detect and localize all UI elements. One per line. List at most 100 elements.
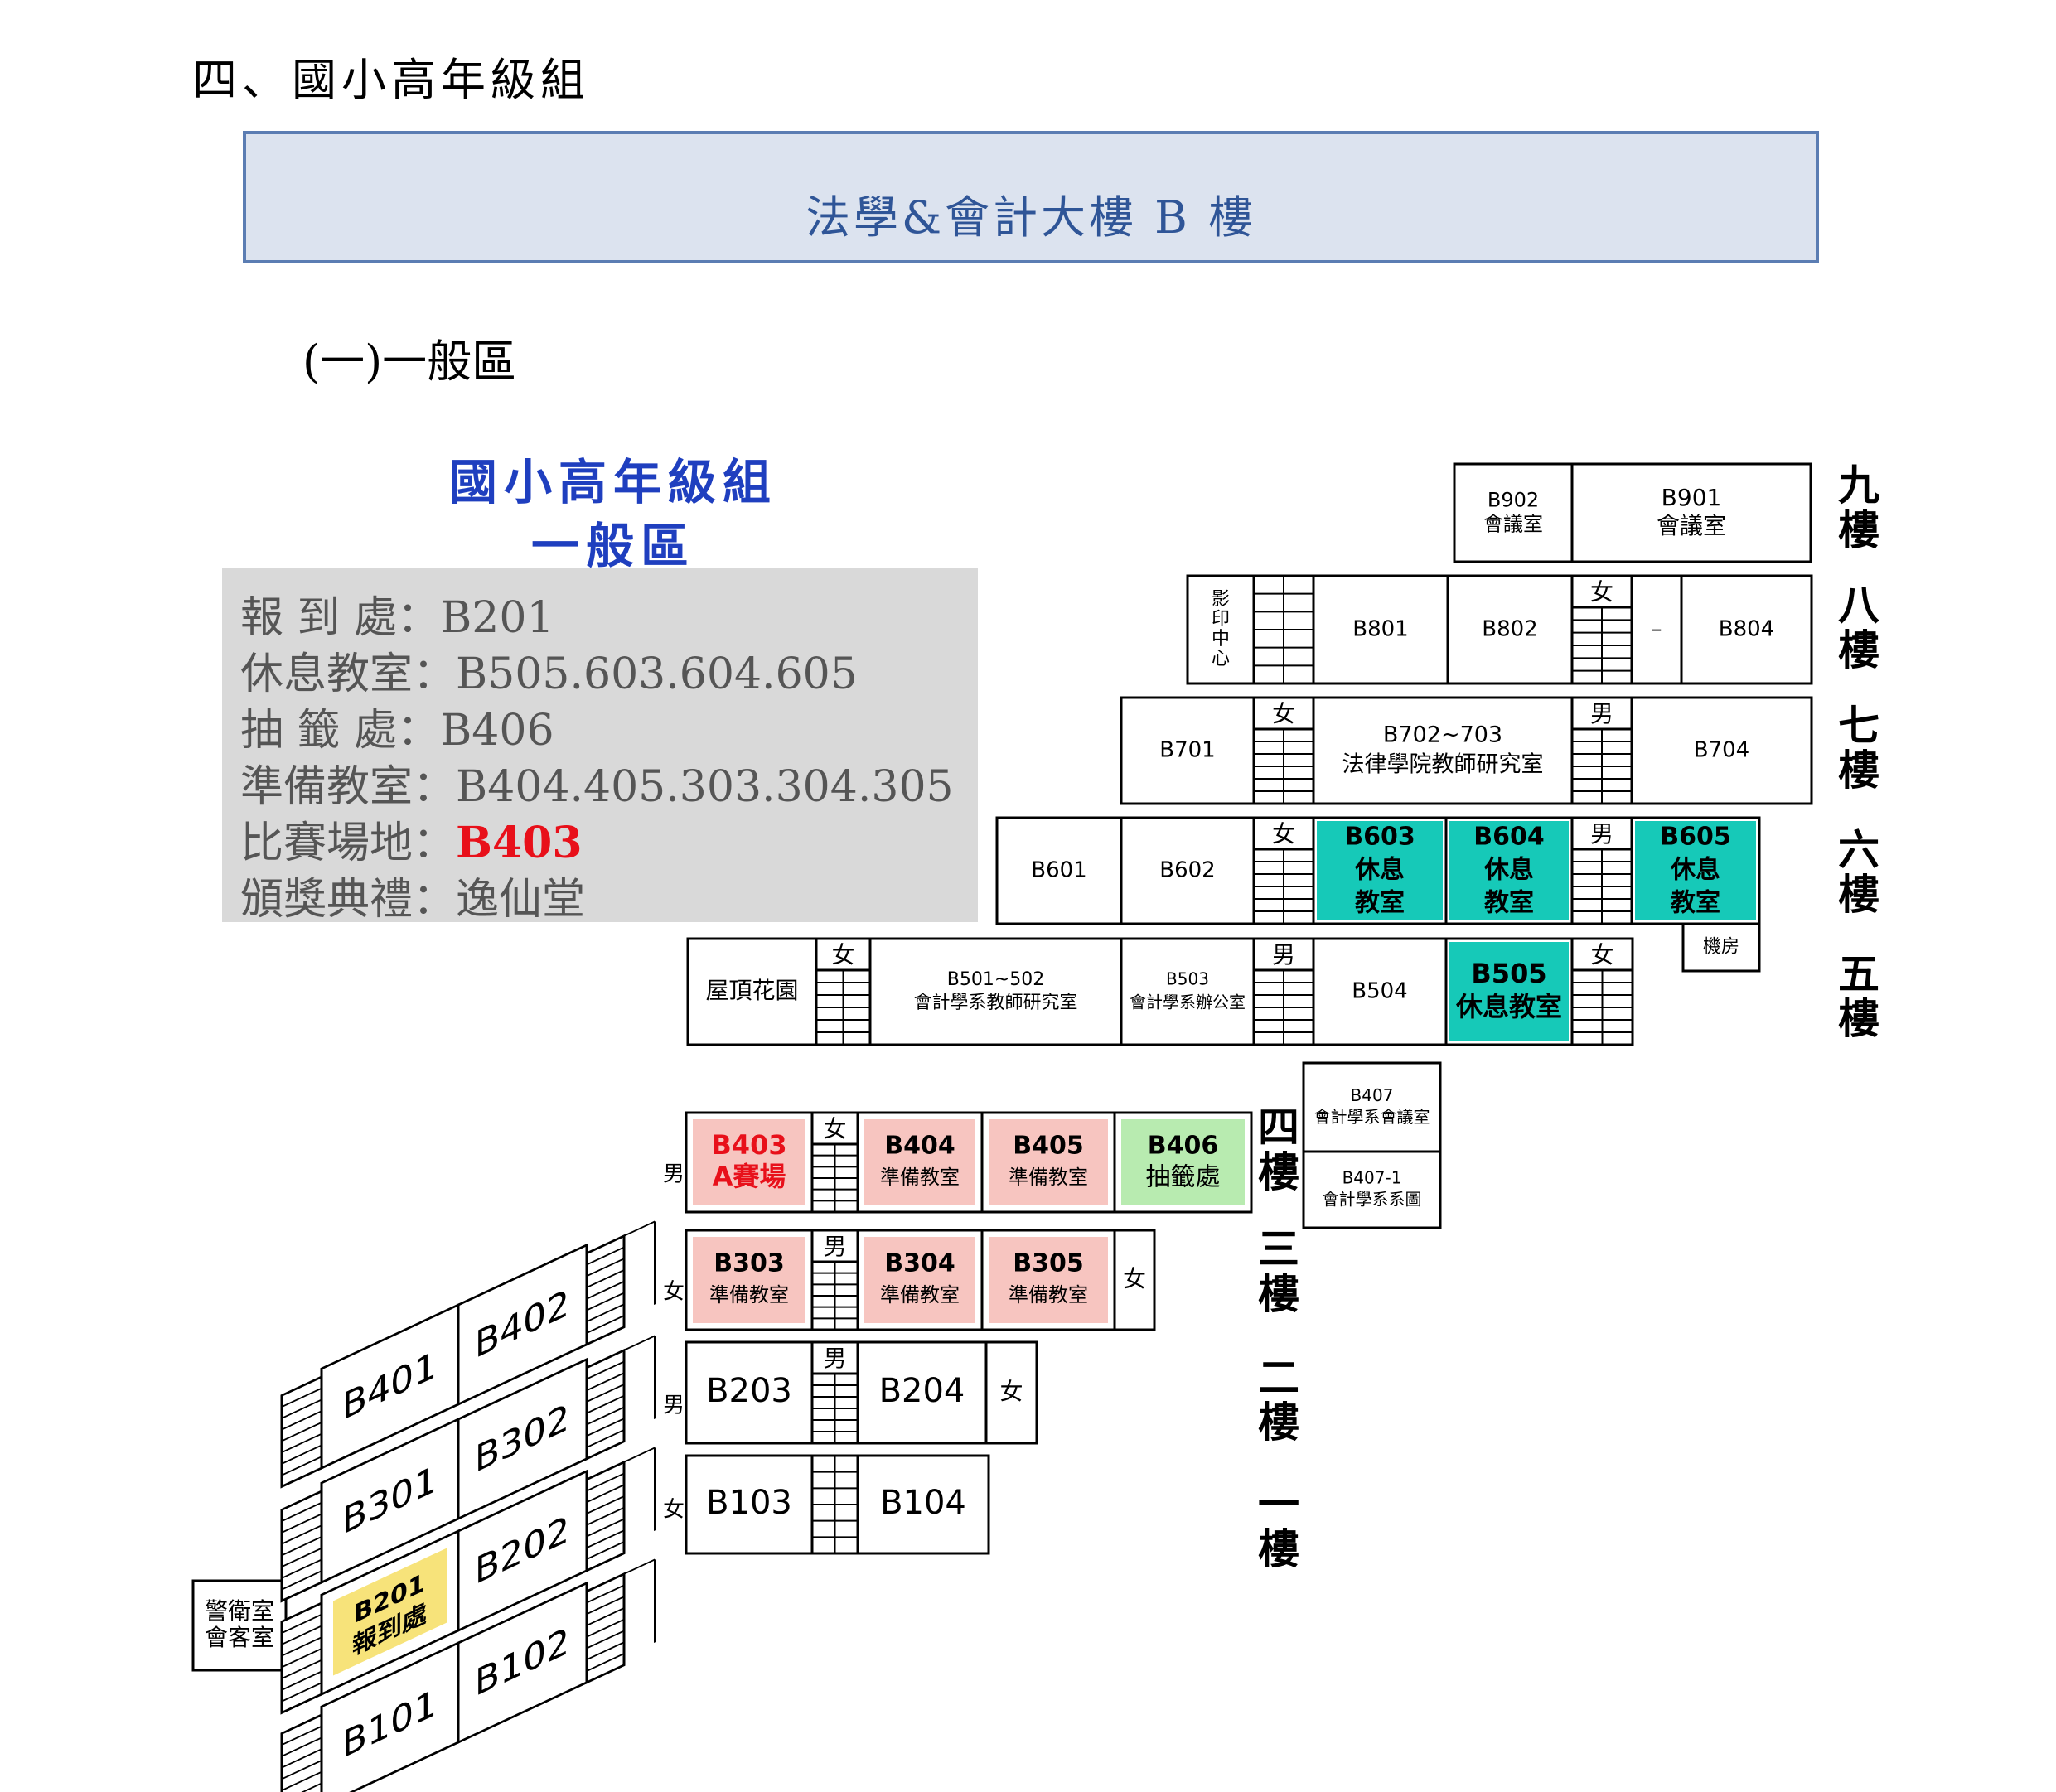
map-title-line1: 國小高年級組 (448, 454, 777, 510)
room-B203-label: B203 (706, 1372, 792, 1410)
wing-stair-right-3-step5 (587, 1406, 624, 1426)
room-B801-label: B801 (1352, 617, 1408, 642)
wing-link-top-1 (624, 1558, 655, 1575)
room-print-center-line3: 心 (1212, 649, 1230, 669)
room-B405-fill (989, 1119, 1108, 1205)
wc-3-female-side: 女 (663, 1280, 685, 1305)
wing-stair-right-2-step4 (587, 1506, 624, 1526)
floor-label-1: 一樓 (1258, 1480, 1299, 1573)
room-guard-line0: 警衛室 (205, 1597, 274, 1625)
room-B503-line1: 會計學系辦公室 (1130, 993, 1246, 1012)
room-B403-fill (693, 1119, 805, 1205)
room-B702-703-box (1312, 696, 1574, 805)
room-B303-line1: 準備教室 (709, 1283, 789, 1307)
room-B403-line0: B403 (711, 1129, 786, 1161)
room-B604-line0: B604 (1473, 823, 1545, 852)
floor-label-9: 九樓 (1838, 461, 1879, 554)
wc-2-female-box (984, 1340, 1038, 1445)
floor-label-3: 三樓 (1258, 1225, 1299, 1318)
wing-stair-right-3-step6 (587, 1418, 624, 1437)
wing-stair-left-3-step3 (282, 1524, 322, 1545)
wing-stair-right-4-step4 (587, 1280, 624, 1300)
room-B601-box (995, 816, 1123, 925)
floor-label-8: 八樓 (1838, 582, 1880, 674)
room-machine-box (1681, 922, 1761, 973)
wing-stair-left-4-step6 (282, 1444, 322, 1465)
stair-5-female-wc-label: 女 (831, 941, 854, 968)
building-banner: 法學&會計大樓 B 樓 (243, 131, 1819, 263)
room-B501-502-line1: 會計學系教師研究室 (913, 993, 1077, 1013)
wc-3-female-box (1113, 1229, 1156, 1331)
wing-stair-right-1-step5 (587, 1630, 624, 1650)
stair-2-male-wc-label: 男 (823, 1345, 846, 1372)
room-B505-line0: B505 (1471, 958, 1546, 989)
info-box: 報 到 處：B201 休息教室：B505.603.604.605 抽 籤 處：B… (222, 568, 978, 925)
room-B603-line1: 休息 (1354, 856, 1405, 885)
room-B407-1-line0: B407-1 (1342, 1168, 1402, 1188)
wing-stair-left-1-step1 (282, 1725, 322, 1746)
wing-stair-left-3-step1 (282, 1501, 322, 1523)
room-B103-box (685, 1454, 814, 1555)
room-B702-703-line0: B702~703 (1383, 722, 1502, 748)
wing-stair-left-2-step6 (282, 1670, 322, 1691)
wing-stair-right-1-step6 (587, 1641, 624, 1661)
room-B404-fill (864, 1119, 975, 1205)
wc-4-male: 男 (663, 1162, 685, 1187)
wing-stair-left-2-step1 (282, 1613, 322, 1635)
stair-5-male-wc-label: 男 (1272, 941, 1295, 968)
wing-stair-left-2-step5 (282, 1659, 322, 1680)
wing-stair-left-1-step4 (282, 1760, 322, 1780)
room-B407-1-box (1302, 1150, 1442, 1229)
room-B505-fill (1449, 942, 1569, 1041)
room-B604-fill (1449, 821, 1569, 920)
room-B501-502-line0: B501~502 (947, 969, 1045, 990)
wing-stair-left-4-step7 (282, 1456, 322, 1476)
stair-7-female-wc-label: 女 (1272, 700, 1295, 727)
room-B603-fill (1317, 821, 1443, 920)
wing-stair-right-3-step3 (587, 1384, 624, 1403)
wing-stair-left-3-step4 (282, 1536, 322, 1557)
room-B304-line0: B304 (884, 1249, 955, 1278)
info-row-venue: 比賽場地：B403 (240, 818, 583, 868)
wing-stair-left-1-step5 (282, 1770, 322, 1792)
room-B802-label: B802 (1482, 617, 1537, 642)
stair-4-female-wc-label: 女 (823, 1115, 846, 1142)
room-machine-label: 機房 (1703, 937, 1739, 958)
wing-stair-right-2-step5 (587, 1518, 624, 1538)
wing-stair-left-2-step7 (282, 1682, 322, 1703)
room-B304-fill (864, 1237, 975, 1323)
room-B404-line1: 準備教室 (880, 1166, 960, 1189)
room-B304-line1: 準備教室 (880, 1283, 960, 1307)
room-guard-box (191, 1579, 288, 1672)
wing-stair-left-1-step2 (282, 1736, 322, 1757)
wing-stair-right-3-step4 (587, 1394, 624, 1414)
wing-stair-left-2-step2 (282, 1625, 322, 1645)
room-B901-box (1570, 462, 1812, 563)
wc-2-female-label: 女 (999, 1378, 1023, 1405)
room-B406-fill (1121, 1119, 1245, 1205)
room-B103-label: B103 (706, 1484, 792, 1522)
room-B303-fill (693, 1237, 805, 1323)
info-row-prep: 準備教室：B404.405.303.304.305 (240, 762, 954, 812)
room-B604-line1: 休息 (1483, 856, 1534, 885)
wing-stair-left-4-step3 (282, 1410, 322, 1431)
room-B605-line2: 教室 (1671, 889, 1720, 918)
room-B305-line0: B305 (1013, 1249, 1084, 1278)
room-B603-line0: B603 (1344, 823, 1415, 852)
wing-stair-right-2-step2 (587, 1484, 624, 1504)
room-print-center-line2: 中 (1212, 629, 1230, 650)
room-B602-box (1120, 816, 1255, 925)
wing-stair-left-3-step6 (282, 1558, 322, 1579)
wing-stair-right-3-step1 (587, 1360, 624, 1380)
wing-stair-left-3-step7 (282, 1570, 322, 1591)
room-B403-line1: A賽場 (713, 1161, 786, 1192)
wing-link-top-4 (624, 1220, 655, 1237)
room-roof-garden-label: 屋頂花園 (705, 977, 798, 1004)
wing-stair-left-2-step3 (282, 1636, 322, 1657)
room-B804-label: B804 (1719, 617, 1774, 642)
wing-stair-right-4-step7 (587, 1315, 624, 1335)
room-B902-line0: B902 (1488, 489, 1539, 512)
section-heading: 四、國小高年級組 (192, 54, 590, 106)
room-B501-502-box (868, 937, 1123, 1046)
